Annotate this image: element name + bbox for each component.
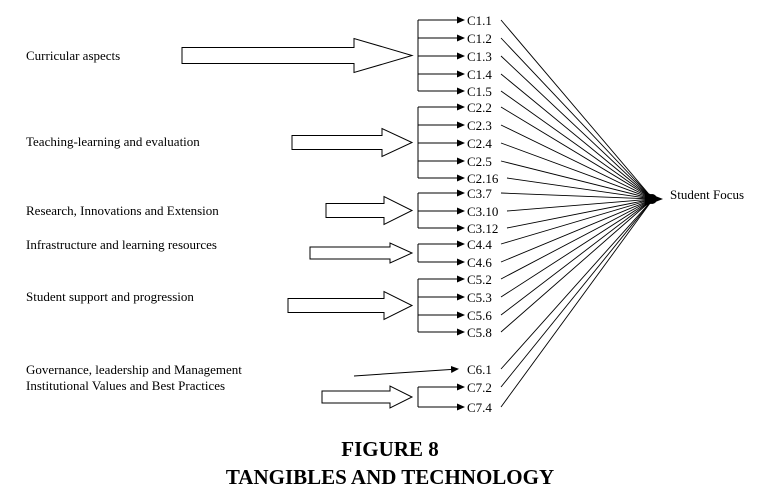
code-label: C4.4 xyxy=(467,237,492,252)
code-label: C2.2 xyxy=(467,100,492,115)
converge-line xyxy=(500,90,654,200)
code-label: C3.12 xyxy=(467,221,498,236)
converge-line xyxy=(500,198,654,388)
converge-line xyxy=(500,198,654,245)
code-label: C1.1 xyxy=(467,13,492,28)
code-label: C2.16 xyxy=(467,171,499,186)
code-label: C1.4 xyxy=(467,67,492,82)
block-arrow xyxy=(321,385,414,409)
converge-line xyxy=(500,142,654,200)
converge-line xyxy=(500,55,654,200)
target-label: Student Focus xyxy=(670,187,744,202)
group-label: Teaching-learning and evaluation xyxy=(26,134,200,149)
hub-node xyxy=(647,194,657,204)
converge-line xyxy=(500,198,654,333)
direct-arrow xyxy=(353,365,459,377)
code-label: C5.3 xyxy=(467,290,492,305)
group-label: Infrastructure and learning resources xyxy=(26,237,217,252)
code-label: C3.10 xyxy=(467,204,498,219)
diagram-labels: Curricular aspects C1.1C1.2C1.3C1.4C1.5Te… xyxy=(26,13,499,415)
block-arrow xyxy=(291,127,414,158)
group-label: Curricular aspects xyxy=(26,48,120,63)
converge-line xyxy=(500,198,654,408)
code-label: C3.7 xyxy=(467,186,492,201)
group-label: Governance, leadership and Management xyxy=(26,362,242,377)
block-arrow xyxy=(181,37,414,74)
code-label: C7.2 xyxy=(467,380,492,395)
code-label: C2.5 xyxy=(467,154,492,169)
group-label: Institutional Values and Best Practices xyxy=(26,378,225,393)
converge-line xyxy=(500,73,654,200)
group-arrows xyxy=(181,37,663,409)
connector-lines xyxy=(353,16,654,411)
converge-line xyxy=(500,198,654,298)
figure-number: FIGURE 8 xyxy=(341,437,438,461)
converge-line xyxy=(500,124,654,200)
converge-line xyxy=(500,37,654,200)
code-label: C6.1 xyxy=(467,362,492,377)
group-label: Research, Innovations and Extension xyxy=(26,203,219,218)
code-label: C2.3 xyxy=(467,118,492,133)
converge-line xyxy=(500,198,654,263)
converge-line xyxy=(506,177,654,200)
code-label: C5.8 xyxy=(467,325,492,340)
block-arrow xyxy=(287,290,414,321)
converge-line xyxy=(500,160,654,200)
group-label: Student support and progression xyxy=(26,289,194,304)
block-arrow xyxy=(325,195,414,226)
converge-line xyxy=(500,106,654,200)
code-label: C5.2 xyxy=(467,272,492,287)
block-arrow xyxy=(309,242,414,264)
converge-line xyxy=(500,19,654,200)
code-label: C7.4 xyxy=(467,400,492,415)
code-label: C1.5 xyxy=(467,84,492,99)
converge-line xyxy=(500,192,654,200)
code-label: C5.6 xyxy=(467,308,492,323)
converge-line xyxy=(500,198,654,316)
code-label: C4.6 xyxy=(467,255,492,270)
code-label: C1.2 xyxy=(467,31,492,46)
code-label: C2.4 xyxy=(467,136,492,151)
converge-line xyxy=(500,198,654,370)
code-label: C1.3 xyxy=(467,49,492,64)
figure-title: TANGIBLES AND TECHNOLOGY xyxy=(226,465,554,489)
converge-line xyxy=(506,198,654,229)
converge-line xyxy=(506,198,654,212)
converge-line xyxy=(500,198,654,280)
